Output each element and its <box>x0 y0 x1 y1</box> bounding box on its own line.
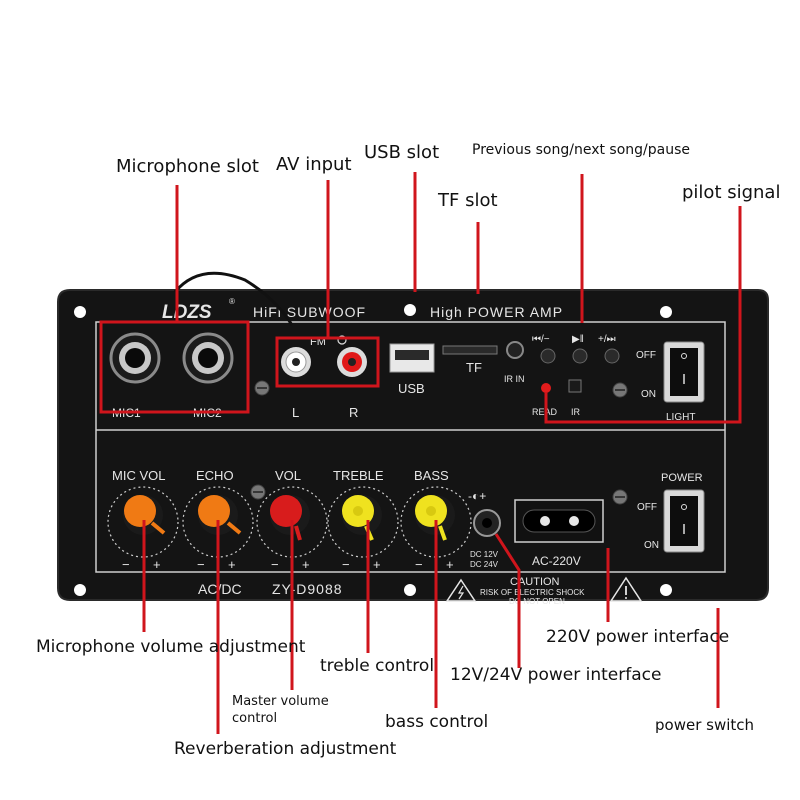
av-left-label: L <box>292 405 299 420</box>
mic1-jack[interactable] <box>109 332 161 384</box>
amplifier-panel <box>57 289 769 601</box>
dc-power-jack[interactable] <box>473 509 501 537</box>
caution-line-2: DO NOT OPEN <box>509 597 565 606</box>
warning-triangle-icon <box>445 578 477 602</box>
plus-marker: + <box>153 557 161 572</box>
bass-knob[interactable] <box>400 486 472 558</box>
av-input-callout: AV input <box>276 154 352 175</box>
usb-slot-callout: USB slot <box>364 142 440 163</box>
av-right-label: R <box>349 405 358 420</box>
power-switch-callout: power switch <box>655 716 755 734</box>
microphone-slot-highlight <box>99 320 250 414</box>
mic-vol-knob[interactable] <box>107 486 179 558</box>
prev-button-label: ⏮/− <box>532 334 550 345</box>
callout-lines <box>99 172 742 734</box>
warning-exclamation-icon <box>609 576 643 602</box>
master-volume-callout-line2: control <box>232 711 278 726</box>
fm-led-icon <box>337 335 347 345</box>
light-rocker-switch[interactable] <box>663 341 705 403</box>
panel-inner-border <box>95 321 726 573</box>
brand-registered-mark: ® <box>229 297 235 306</box>
screw-icon <box>612 382 628 398</box>
ir-receiver-icon <box>568 379 582 393</box>
minus-marker: − <box>197 557 205 572</box>
pilot-signal-callout: pilot signal <box>682 182 781 203</box>
dc-polarity-symbol: -◐+ <box>468 489 486 503</box>
brand-logo: LDZS <box>162 302 212 323</box>
pilot-signal-leader <box>544 206 742 424</box>
dc-24v-label: DC 24V <box>470 560 499 569</box>
model-number-label: ZY-D9088 <box>272 581 343 597</box>
echo-knob-label: ECHO <box>196 468 234 483</box>
prev-button[interactable] <box>540 348 556 364</box>
vol-knob[interactable] <box>256 486 328 558</box>
prev-next-pause-callout: Previous song/next song/pause <box>472 142 690 158</box>
treble-knob-label: TREBLE <box>333 468 384 483</box>
av-right-rca-jack[interactable] <box>337 347 367 377</box>
knob-scale-markers: − + − + − + − + − + <box>122 557 454 572</box>
tf-card-slot[interactable] <box>442 345 498 355</box>
caution-line-1: RISK OF ELECTRIC SHOCK <box>480 588 585 597</box>
echo-knob[interactable] <box>182 486 254 558</box>
usb-label: USB <box>398 381 425 396</box>
plus-marker: + <box>302 557 310 572</box>
light-off-label: OFF <box>636 350 656 361</box>
vol-knob-label: VOL <box>275 468 301 483</box>
minus-marker: − <box>122 557 130 572</box>
master-volume-callout-line1: Master volume <box>232 694 329 709</box>
mic-vol-knob-label: MIC VOL <box>112 468 165 483</box>
panel-title-right: High POWER AMP <box>430 304 563 320</box>
ac-power-socket[interactable] <box>514 499 604 543</box>
mic-volume-callout: Microphone volume adjustment <box>36 637 306 657</box>
next-button-label: +/⏭ <box>598 334 616 345</box>
ir-in-label: IR IN <box>504 374 525 384</box>
ir-in-jack[interactable] <box>506 341 524 359</box>
bass-control-callout: bass control <box>385 712 489 732</box>
plus-marker: + <box>446 557 454 572</box>
av-left-rca-jack[interactable] <box>281 347 311 377</box>
play-pause-button[interactable] <box>572 348 588 364</box>
microphone-slot-callout: Microphone slot <box>116 156 259 177</box>
mic2-jack[interactable] <box>182 332 234 384</box>
tf-slot-callout: TF slot <box>438 190 498 211</box>
power-off-label: OFF <box>637 502 657 513</box>
power-12v-24v-callout: 12V/24V power interface <box>450 665 662 685</box>
minus-marker: − <box>342 557 350 572</box>
dc-12v-label: DC 12V <box>470 550 499 559</box>
ac-220v-label: AC-220V <box>532 554 581 568</box>
antenna-wire <box>173 271 294 326</box>
model-acdc-label: AC/DC <box>198 581 242 597</box>
av-input-highlight <box>275 336 380 388</box>
panel-title-left: HiFi SUBWOOF <box>253 304 366 320</box>
usb-port[interactable] <box>389 343 435 373</box>
next-button[interactable] <box>604 348 620 364</box>
play-pause-button-label: ▶‖ <box>572 334 584 345</box>
minus-marker: − <box>271 557 279 572</box>
screw-icon <box>254 380 270 396</box>
light-label: LIGHT <box>666 412 695 423</box>
read-led-icon <box>541 383 551 393</box>
minus-marker: − <box>415 557 423 572</box>
plus-marker: + <box>228 557 236 572</box>
caution-label: CAUTION <box>510 576 560 588</box>
screw-icon <box>250 484 266 500</box>
power-220v-callout: 220V power interface <box>546 627 730 647</box>
light-on-label: ON <box>641 389 656 400</box>
ir-label: IR <box>571 407 581 417</box>
treble-control-callout: treble control <box>320 656 435 676</box>
power-on-label: ON <box>644 540 659 551</box>
mounting-holes <box>74 304 672 596</box>
tf-label: TF <box>466 360 482 375</box>
dc-power-leader <box>494 533 521 668</box>
power-rocker-switch[interactable] <box>663 489 705 553</box>
reverberation-callout: Reverberation adjustment <box>174 739 397 759</box>
screw-icon <box>612 489 628 505</box>
bass-knob-label: BASS <box>414 468 449 483</box>
power-label: POWER <box>661 472 703 484</box>
plus-marker: + <box>373 557 381 572</box>
treble-knob[interactable] <box>327 486 399 558</box>
